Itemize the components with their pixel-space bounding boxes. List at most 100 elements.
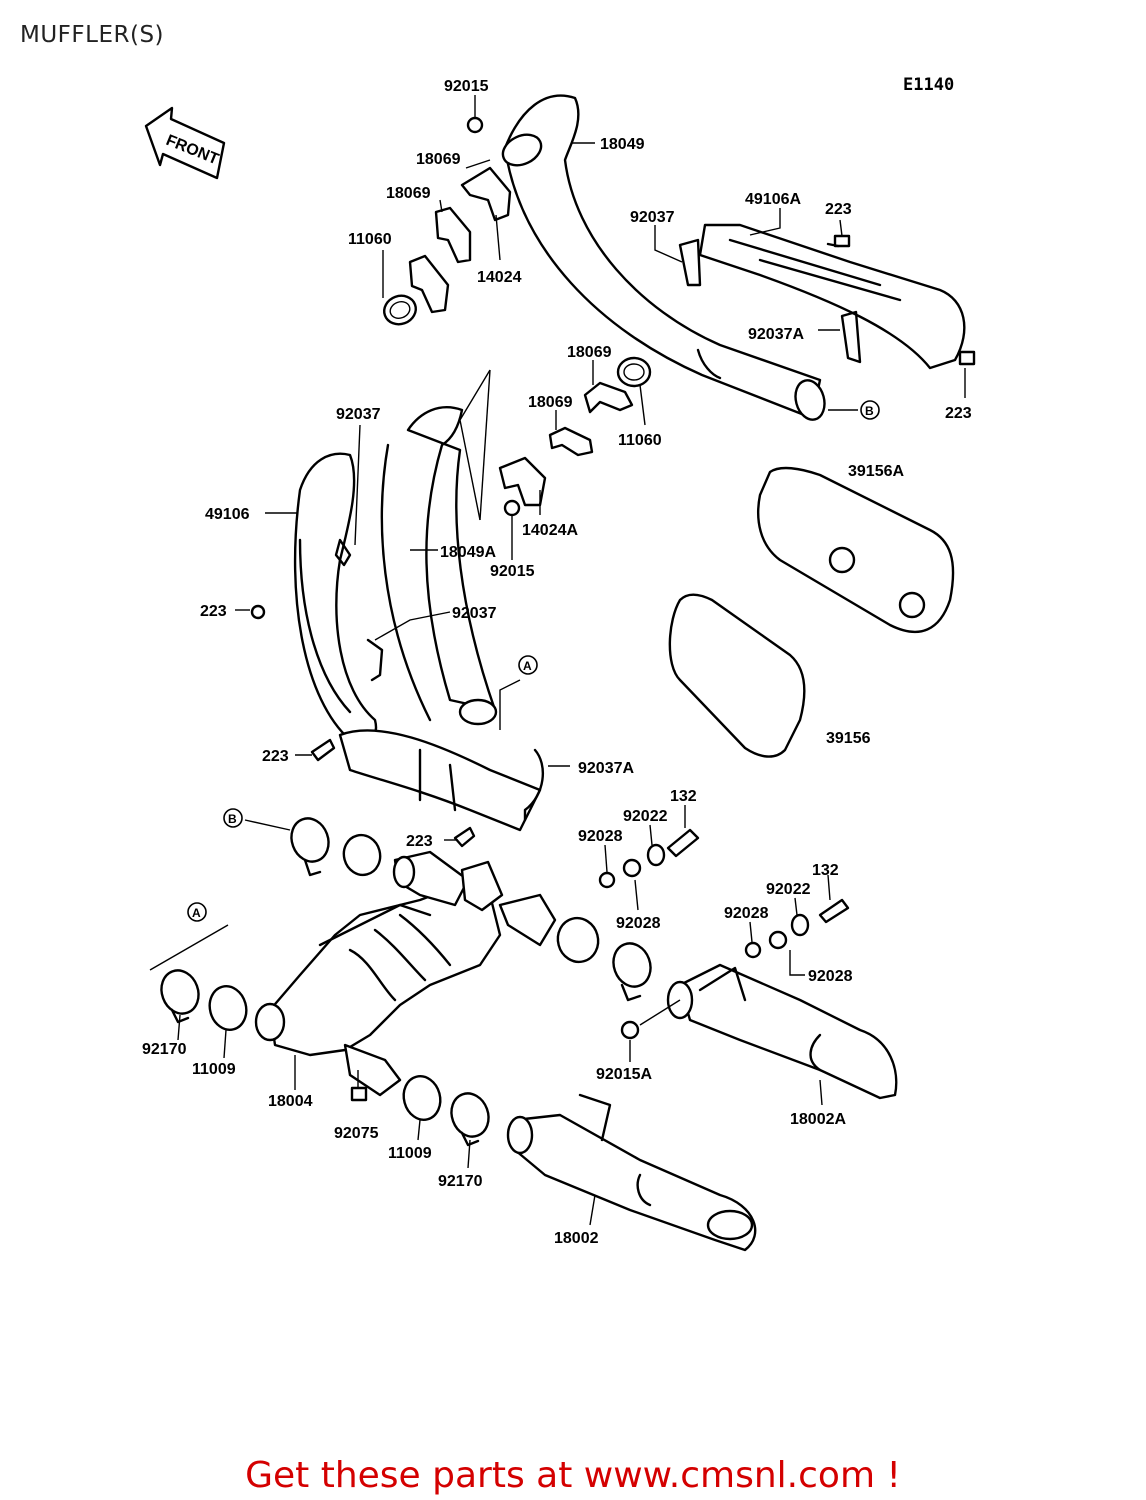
exhaust-pipe-18049A[interactable] bbox=[380, 406, 498, 726]
connecting-pipe[interactable] bbox=[338, 729, 542, 832]
split-collar-18069-mid-b[interactable] bbox=[548, 426, 594, 457]
nut-92015-mid[interactable] bbox=[503, 499, 521, 517]
part-label[interactable]: 92015 bbox=[490, 563, 535, 580]
part-label[interactable]: 92037 bbox=[630, 209, 675, 226]
clamp-right[interactable] bbox=[608, 938, 657, 1002]
side-cover-39156[interactable] bbox=[668, 593, 806, 758]
split-collar-18069-mid-a[interactable] bbox=[583, 381, 634, 414]
part-label[interactable]: 92170 bbox=[438, 1173, 483, 1190]
part-labels: 92015 18049 18069 18069 11060 14024 4910… bbox=[142, 78, 972, 1247]
part-label[interactable]: 92037 bbox=[452, 605, 497, 622]
part-label[interactable]: 18002 bbox=[554, 1230, 599, 1247]
part-label[interactable]: 39156 bbox=[826, 730, 871, 747]
get-parts-link[interactable]: Get these parts at www.cmsnl.com ! bbox=[245, 1455, 901, 1496]
nut-92015A[interactable] bbox=[620, 1020, 640, 1040]
bolt-223-left[interactable] bbox=[250, 604, 266, 620]
part-label[interactable]: 39156A bbox=[848, 463, 904, 480]
diagram-code: E1140 bbox=[903, 75, 954, 95]
part-label[interactable]: 92022 bbox=[623, 808, 668, 825]
nut-92028-lower-b[interactable] bbox=[768, 930, 788, 950]
sleeve-11009-left[interactable] bbox=[205, 982, 251, 1034]
bolt-223-upper[interactable] bbox=[826, 234, 851, 248]
part-label[interactable]: 18069 bbox=[386, 185, 431, 202]
part-label[interactable]: 223 bbox=[406, 833, 433, 850]
part-label[interactable]: 92028 bbox=[578, 828, 623, 845]
heat-guard-49106A[interactable] bbox=[678, 223, 966, 370]
part-label[interactable]: 18069 bbox=[528, 394, 573, 411]
bolt-223-mid[interactable] bbox=[310, 738, 336, 762]
part-label[interactable]: 18069 bbox=[567, 344, 612, 361]
part-label[interactable]: 92015A bbox=[596, 1066, 652, 1083]
part-label[interactable]: 18069 bbox=[416, 151, 461, 168]
bolt-132-lower[interactable] bbox=[818, 898, 850, 924]
gasket-11060-upper[interactable] bbox=[380, 291, 420, 328]
part-label[interactable]: 92037 bbox=[336, 406, 381, 423]
part-label[interactable]: 14024A bbox=[522, 522, 578, 539]
sleeve-ring-b[interactable] bbox=[339, 831, 384, 879]
part-label[interactable]: 92015 bbox=[444, 78, 489, 95]
part-label[interactable]: 11060 bbox=[348, 231, 392, 248]
split-collar-18069-upper[interactable] bbox=[434, 206, 472, 264]
part-label[interactable]: 92022 bbox=[766, 881, 811, 898]
heat-guard-49106[interactable] bbox=[293, 452, 378, 743]
part-label[interactable]: 92075 bbox=[334, 1125, 379, 1142]
flange-14024A[interactable] bbox=[498, 456, 547, 507]
washer-92022-lower[interactable] bbox=[790, 913, 810, 937]
washer-92022-upper[interactable] bbox=[646, 843, 666, 867]
nut-92028-upper-a[interactable] bbox=[598, 871, 616, 889]
part-label[interactable]: 11009 bbox=[388, 1145, 432, 1162]
nut-92028-upper-b[interactable] bbox=[622, 858, 642, 878]
svg-text:A: A bbox=[523, 659, 532, 673]
muffler-body-18004[interactable] bbox=[254, 883, 502, 1057]
part-label[interactable]: 49106A bbox=[745, 191, 801, 208]
gasket-11060-mid[interactable] bbox=[616, 356, 652, 388]
clamp-92170-left[interactable] bbox=[156, 965, 205, 1024]
svg-text:A: A bbox=[192, 906, 201, 920]
flange-clamp-14024[interactable] bbox=[460, 166, 512, 222]
front-arrow-icon: FRONT bbox=[144, 106, 226, 180]
part-label[interactable]: 11009 bbox=[192, 1061, 236, 1078]
silencer-18002A[interactable] bbox=[666, 963, 898, 1100]
outlet-pipe-lower[interactable] bbox=[343, 1043, 402, 1097]
part-label[interactable]: 223 bbox=[825, 201, 852, 218]
split-collar-18069-lower[interactable] bbox=[408, 254, 450, 314]
part-label[interactable]: 49106 bbox=[205, 506, 250, 523]
bolt-223-centre[interactable] bbox=[453, 826, 476, 848]
sleeve-11009-right[interactable] bbox=[553, 914, 603, 967]
reference-mark-b-upper: B bbox=[860, 400, 880, 420]
outlet-pipe-right[interactable] bbox=[498, 893, 557, 947]
sleeve-11009-bottom[interactable] bbox=[399, 1072, 445, 1124]
part-label[interactable]: 92028 bbox=[808, 968, 853, 985]
part-label[interactable]: 92037A bbox=[748, 326, 804, 343]
clamp-92170-bottom[interactable] bbox=[446, 1088, 495, 1147]
part-label[interactable]: 223 bbox=[262, 748, 289, 765]
part-label[interactable]: 223 bbox=[200, 603, 227, 620]
part-label[interactable]: 18049 bbox=[600, 136, 645, 153]
exhaust-pipe-18049[interactable] bbox=[498, 94, 829, 423]
inlet-pipe-left[interactable] bbox=[392, 850, 470, 907]
part-label[interactable]: 18049A bbox=[440, 544, 496, 561]
bracket-92037-left[interactable] bbox=[334, 538, 352, 567]
nut-92028-lower-a[interactable] bbox=[744, 941, 762, 959]
part-label[interactable]: 92170 bbox=[142, 1041, 187, 1058]
part-label[interactable]: 92028 bbox=[724, 905, 769, 922]
part-label[interactable]: 132 bbox=[670, 788, 697, 805]
clamp-ring-b[interactable] bbox=[286, 813, 335, 877]
nut-92015-upper[interactable] bbox=[466, 116, 484, 134]
bracket-plate[interactable] bbox=[460, 860, 504, 912]
bracket-92037A-low[interactable] bbox=[523, 748, 544, 822]
bolt-132-upper[interactable] bbox=[666, 828, 700, 858]
part-label[interactable]: 223 bbox=[945, 405, 972, 422]
part-label[interactable]: 18002A bbox=[790, 1111, 846, 1128]
part-label[interactable]: 11060 bbox=[618, 432, 662, 449]
part-label[interactable]: 92028 bbox=[616, 915, 661, 932]
part-label[interactable]: 14024 bbox=[477, 269, 522, 286]
bracket-92037-mid[interactable] bbox=[366, 638, 384, 682]
side-cover-39156A[interactable] bbox=[757, 466, 955, 634]
bolt-223-right[interactable] bbox=[958, 350, 976, 366]
part-label[interactable]: 18004 bbox=[268, 1093, 313, 1110]
part-label[interactable]: 132 bbox=[812, 862, 839, 879]
part-label[interactable]: 92037A bbox=[578, 760, 634, 777]
silencer-18002[interactable] bbox=[506, 1093, 757, 1252]
nut-92075[interactable] bbox=[350, 1086, 368, 1102]
